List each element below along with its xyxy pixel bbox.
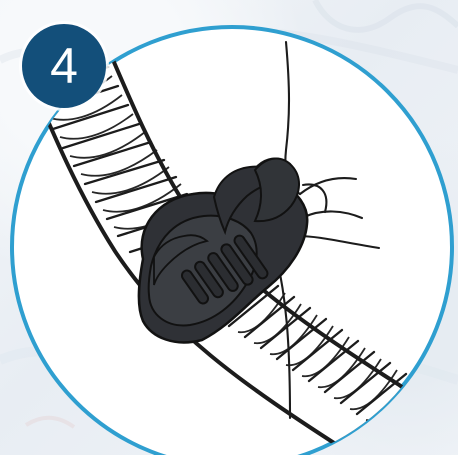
step-number-label: 4	[50, 41, 78, 91]
step-number-badge: 4	[22, 24, 106, 108]
